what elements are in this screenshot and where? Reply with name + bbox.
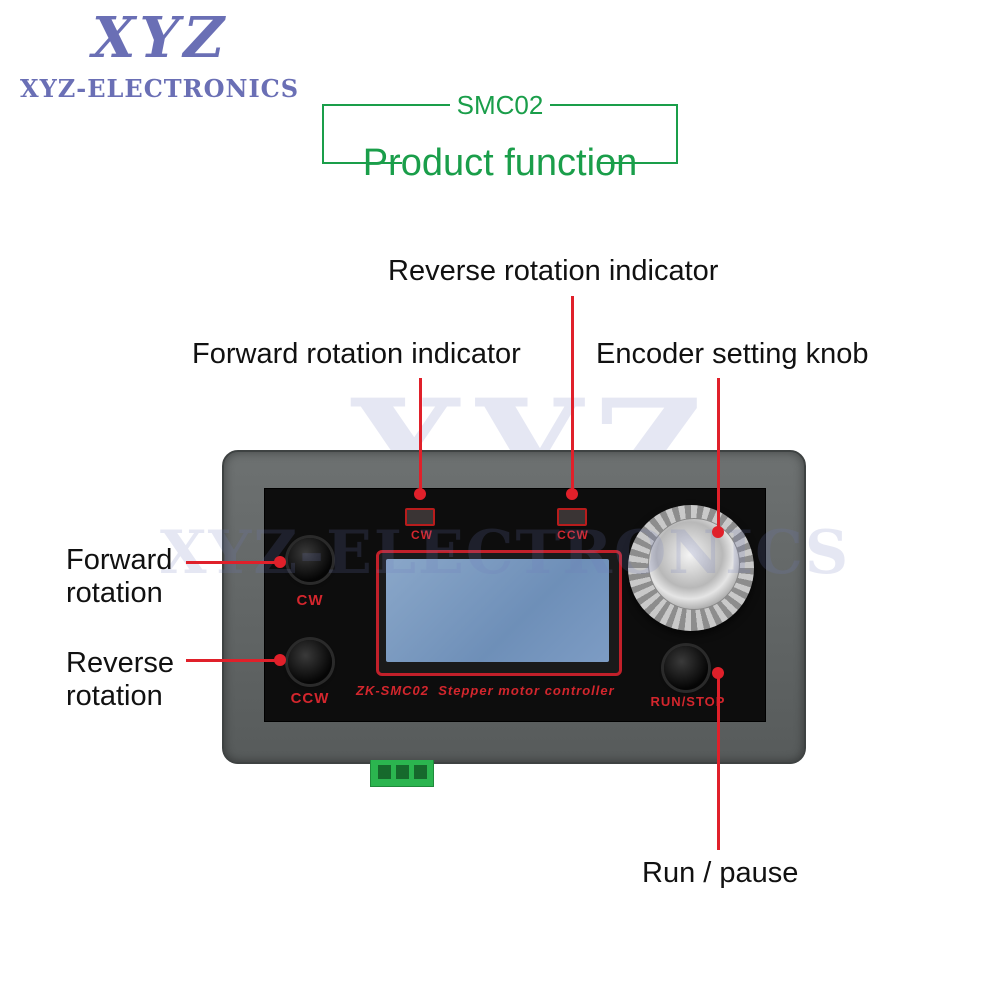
header-line-top-left [400, 104, 450, 106]
brand-name: XYZ-ELECTRONICS [20, 74, 300, 103]
pointer-line-run-pause [717, 672, 720, 850]
pointer-dot-reverse-indicator [566, 488, 578, 500]
label-encoder-knob: Encoder setting knob [596, 338, 869, 370]
encoder-knob-cap [648, 518, 740, 610]
pointer-dot-encoder-knob [712, 526, 724, 538]
label-forward-rotation-line1: Forward [66, 544, 173, 576]
pointer-dot-reverse-rotation [274, 654, 286, 666]
header-bracket-right [598, 104, 678, 164]
header-bracket-left [322, 104, 402, 164]
model-number: ZK-SMC02 [356, 683, 430, 698]
pointer-dot-forward-rotation [274, 556, 286, 568]
model-description: Stepper motor controller [438, 683, 615, 698]
pointer-line-forward-indicator [419, 378, 422, 494]
label-forward-indicator: Forward rotation indicator [192, 338, 521, 370]
watermark-name: XYZ-ELECTRONICS [160, 518, 851, 588]
pointer-line-reverse-rotation [186, 659, 280, 662]
terminal-slot [414, 765, 427, 779]
terminal-slot [396, 765, 409, 779]
header-line-top-right [550, 104, 598, 106]
label-reverse-rotation-line1: Reverse [66, 647, 174, 679]
ccw-led-label: CCW [557, 528, 589, 542]
ccw-button-label: CCW [290, 690, 330, 707]
header-subtitle: SMC02 [456, 90, 544, 120]
label-run-pause: Run / pause [642, 857, 799, 889]
run-stop-button-label: RUN/STOP [650, 694, 726, 709]
pointer-line-reverse-indicator [571, 296, 574, 494]
ccw-button[interactable] [288, 640, 332, 684]
header-title: Product function [362, 142, 638, 184]
cw-button[interactable] [288, 538, 332, 582]
pointer-dot-forward-indicator [414, 488, 426, 500]
pointer-line-encoder-knob [717, 378, 720, 528]
label-forward-rotation-line2: rotation [66, 577, 163, 609]
cw-button-label: CW [296, 592, 324, 609]
lcd-screen [386, 559, 609, 662]
terminal-slot [378, 765, 391, 779]
model-label: ZK-SMC02 Stepper motor controller [356, 683, 615, 698]
run-stop-button[interactable] [664, 646, 708, 690]
label-reverse-indicator: Reverse rotation indicator [388, 255, 719, 287]
cw-indicator-led [405, 508, 435, 526]
brand-logo: XYZ [92, 5, 229, 71]
cw-led-label: CW [411, 528, 433, 542]
pointer-line-forward-rotation [186, 561, 280, 564]
ccw-indicator-led [557, 508, 587, 526]
label-reverse-rotation-line2: rotation [66, 680, 163, 712]
